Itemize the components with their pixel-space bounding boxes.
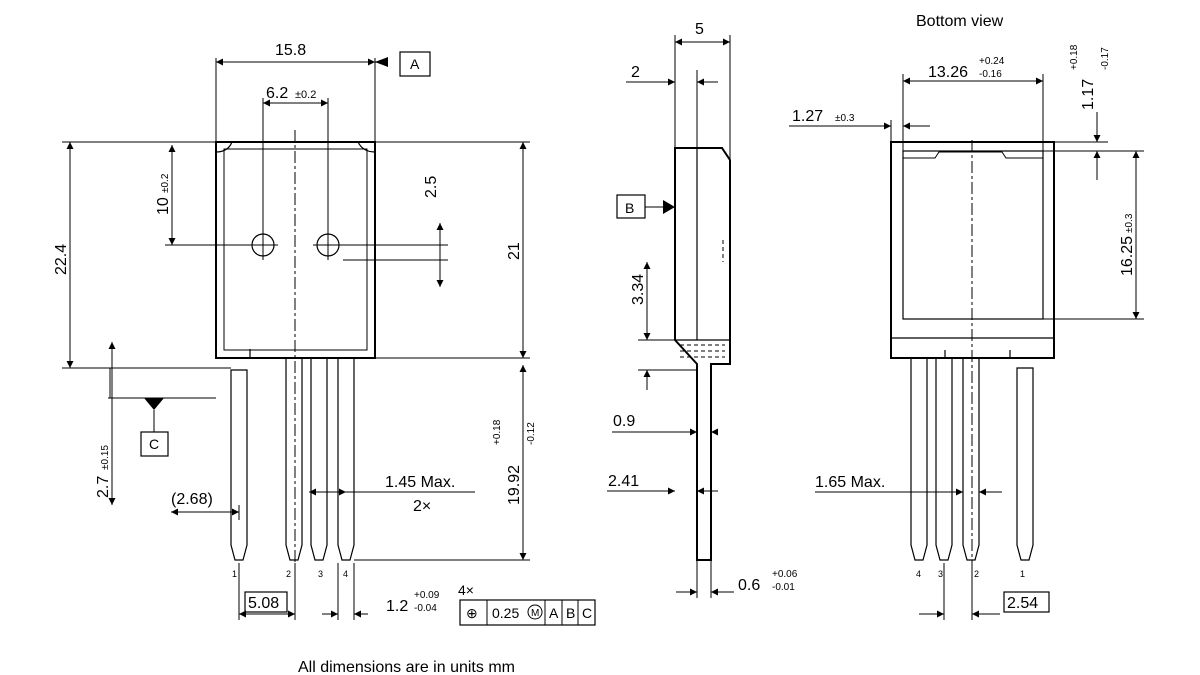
lead-width-label: 1.2 <box>386 598 408 615</box>
datum-a-label: A <box>410 56 420 72</box>
bottom-pin-4: 4 <box>916 569 921 579</box>
side-outline <box>674 147 731 561</box>
front-pin-1: 1 <box>232 569 237 579</box>
bottom-pad-width-tol-plus: +0.24 <box>979 56 1005 67</box>
lead-length-tol-minus: -0.12 <box>526 422 537 445</box>
side-lead-thickness: 0.6 <box>738 577 760 594</box>
front-lead-1 <box>230 369 248 561</box>
datum-b-marker <box>663 200 675 214</box>
material-modifier-label: M <box>531 608 539 619</box>
side-view: 5 2 B 3.34 0.9 2.41 0.6 +0.06 -0.01 <box>607 21 798 598</box>
datum-c-label: C <box>149 436 159 452</box>
bottom-pad-width: 13.26 <box>928 64 968 81</box>
bottom-view-title: Bottom view <box>916 13 1004 30</box>
hole-offset-label: 2.5 <box>423 176 440 198</box>
bottom-pin-2: 2 <box>974 569 979 579</box>
front-lead-3 <box>310 357 328 561</box>
front-pin-4: 4 <box>343 569 348 579</box>
bottom-lead-4 <box>910 357 928 561</box>
front-lead-4 <box>337 357 355 561</box>
bottom-pad-outline <box>902 150 1044 320</box>
datum-b-label: B <box>625 200 634 216</box>
lead-length-label: 19.92 <box>506 465 523 505</box>
bottom-side-offset: 1.27 <box>792 108 823 125</box>
material-modifier-circle <box>527 604 543 620</box>
bottom-pin-1: 1 <box>1020 569 1025 579</box>
bottom-lead-2 <box>962 357 980 561</box>
side-lead-offset-large: 2.41 <box>608 473 639 490</box>
bottom-pad-height: 16.25 <box>1119 236 1136 276</box>
bottom-lead-1 <box>1016 367 1034 561</box>
front-pin-2: 2 <box>286 569 291 579</box>
body-height-label: 21 <box>506 242 523 260</box>
tolerance-count: 4× <box>458 582 474 598</box>
bottom-pin-pitch-box <box>1003 591 1050 613</box>
pin-pitch-box <box>244 591 288 613</box>
bottom-pin-pitch-label: 2.54 <box>1007 595 1038 612</box>
bottom-lead-3 <box>935 357 953 561</box>
lead-width-tol-minus: -0.04 <box>414 603 437 614</box>
pin-pitch-label: 5.08 <box>248 595 279 612</box>
side-tab-thickness: 2 <box>631 64 640 81</box>
hole-height-tol: ±0.2 <box>160 173 171 193</box>
tolerance-datum-c: C <box>582 605 592 621</box>
hole-spacing-tol: ±0.2 <box>295 89 316 101</box>
datum-b-box <box>616 194 646 219</box>
datum-a-box <box>399 51 431 77</box>
bottom-pad-edge-tol-minus: -0.17 <box>1100 47 1111 70</box>
lead-width-tol-plus: +0.09 <box>414 590 440 601</box>
side-lead-offset-small: 0.9 <box>613 413 635 430</box>
tolerance-datum-b: B <box>566 605 575 621</box>
front-tab-detail <box>249 349 284 359</box>
front-lead-2 <box>285 357 303 561</box>
front-corner-notches <box>215 141 376 153</box>
datum-c-box <box>140 431 169 457</box>
seating-height-label: 2.7 <box>95 476 112 498</box>
side-lead-thickness-tol-plus: +0.06 <box>772 569 798 580</box>
position-tolerance-value: 0.25 <box>492 605 519 621</box>
datum-c-marker <box>144 398 164 410</box>
bottom-pad-edge-tol-plus: +0.18 <box>1069 44 1080 70</box>
units-note: All dimensions are in units mm <box>298 659 515 675</box>
position-tolerance-frame <box>459 599 596 626</box>
bottom-pin-3: 3 <box>938 569 943 579</box>
position-symbol: ⊕ <box>466 605 478 621</box>
front-view: 15.8 6.2 ±0.2 A 10 ±0.2 22.4 2.5 21 19.9… <box>53 42 596 626</box>
seating-height-tol: ±0.15 <box>100 445 111 470</box>
bottom-lead-width-max: 1.65 Max. <box>815 474 885 491</box>
overall-height-label: 22.4 <box>53 244 70 275</box>
bottom-side-offset-tol: ±0.3 <box>835 113 855 124</box>
bottom-pad-width-tol-minus: -0.16 <box>979 69 1002 80</box>
bottom-pad-height-tol: ±0.3 <box>1124 213 1135 233</box>
front-width-label: 15.8 <box>275 42 306 59</box>
datum-a-marker <box>375 57 388 67</box>
side-body-offset: 3.34 <box>630 274 647 305</box>
side-lead-thickness-tol-minus: -0.01 <box>772 582 795 593</box>
hole-height-label: 10 <box>155 197 172 215</box>
side-total-thickness: 5 <box>695 21 704 38</box>
bottom-pad-edge: 1.17 <box>1080 79 1097 110</box>
lead-width-max-label: 1.45 Max. <box>385 474 455 491</box>
lead-width-count-label: 2× <box>413 498 431 515</box>
hole-spacing-label: 6.2 <box>266 85 288 102</box>
bottom-view: 13.26 +0.24 -0.16 1.17 +0.18 -0.17 1.27 … <box>789 44 1144 620</box>
lead-length-tol-plus: +0.18 <box>492 419 503 445</box>
tolerance-datum-a: A <box>549 605 559 621</box>
front-pin-3: 3 <box>318 569 323 579</box>
lead-offset-label: (2.68) <box>171 491 213 508</box>
